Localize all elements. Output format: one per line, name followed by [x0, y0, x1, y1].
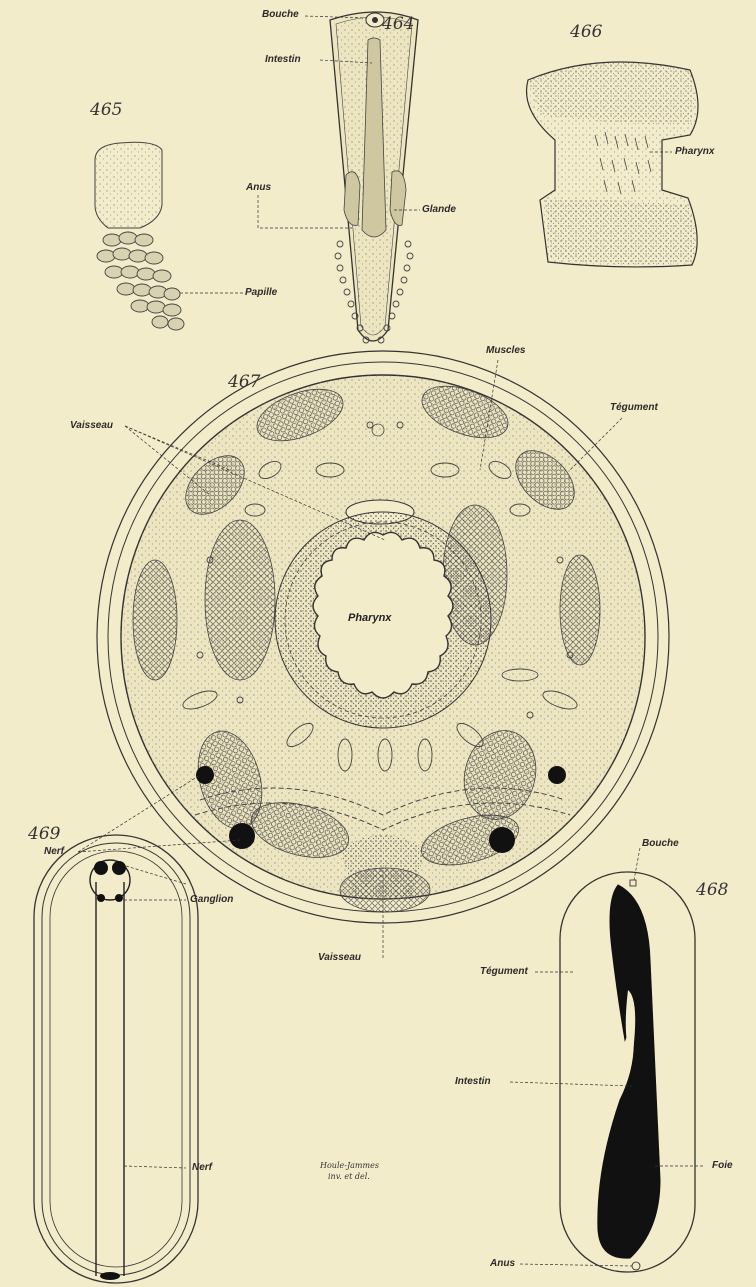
- figure-number-466: 466: [570, 22, 602, 42]
- artist-signature: Houle-Jammes inv. et del.: [320, 1160, 379, 1182]
- label-467-pharynx: Pharynx: [348, 612, 391, 624]
- label-467-tegument: Tégument: [610, 402, 658, 413]
- figure-number-469: 469: [28, 824, 60, 844]
- label-464-anus: Anus: [246, 182, 271, 193]
- figure-465: [95, 142, 243, 330]
- label-466-pharynx: Pharynx: [675, 146, 714, 157]
- figure-number-465: 465: [90, 100, 122, 120]
- label-467-muscles: Muscles: [486, 345, 525, 356]
- label-469-ganglion: Ganglion: [190, 894, 233, 905]
- label-469-nerf: Nerf: [192, 1162, 212, 1173]
- label-468-foie: Foie: [712, 1160, 733, 1171]
- intestine-body: [598, 885, 660, 1258]
- figure-467: [78, 351, 669, 958]
- label-467-vaisseau-top: Vaisseau: [70, 420, 113, 431]
- signature-line-1: Houle-Jammes: [320, 1160, 379, 1171]
- figure-468: [510, 848, 705, 1272]
- label-465-papille: Papille: [245, 287, 277, 298]
- papillae-cluster: [97, 232, 184, 330]
- figure-466: [527, 62, 698, 267]
- signature-line-2: inv. et del.: [320, 1171, 379, 1182]
- label-468-anus: Anus: [490, 1258, 515, 1269]
- label-464-glande: Glande: [422, 204, 456, 215]
- ganglia: [94, 861, 126, 1280]
- label-464-bouche: Bouche: [262, 9, 299, 20]
- label-468-tegument: Tégument: [480, 966, 528, 977]
- figure-469: [34, 835, 198, 1283]
- figure-number-464: 464: [382, 14, 414, 34]
- label-467-vaisseau-bottom: Vaisseau: [318, 952, 361, 963]
- label-467-nerf: Nerf: [44, 846, 64, 857]
- label-468-intestin: Intestin: [455, 1076, 491, 1087]
- figure-number-467: 467: [228, 372, 260, 392]
- label-468-bouche: Bouche: [642, 838, 679, 849]
- label-464-intestin: Intestin: [265, 54, 301, 65]
- figure-number-468: 468: [696, 880, 728, 900]
